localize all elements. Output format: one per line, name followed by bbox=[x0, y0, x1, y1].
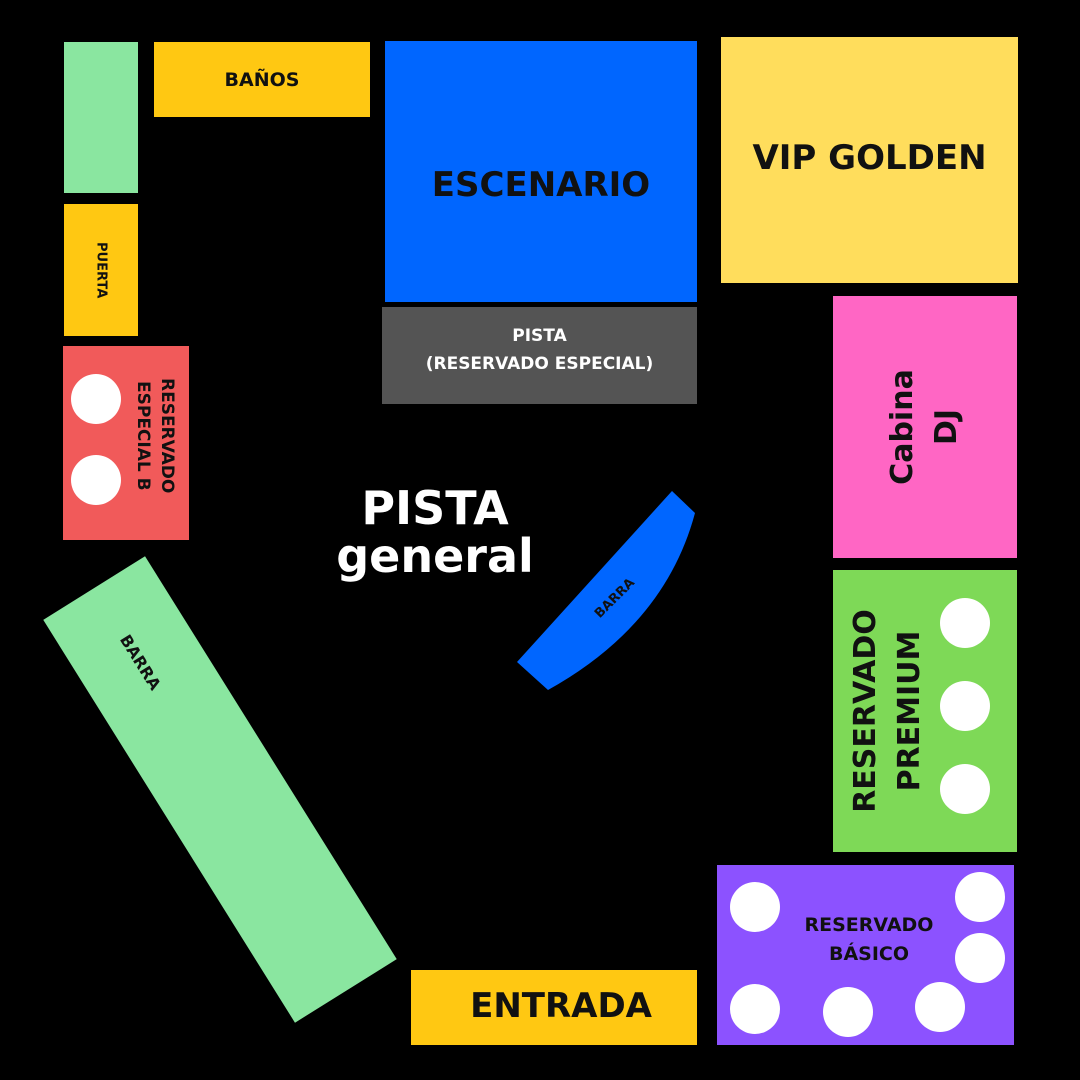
premium-line-2: PREMIUM bbox=[892, 630, 928, 792]
zone-entrada-label: ENTRADA bbox=[470, 986, 652, 1026]
pista-especial-line-2: (RESERVADO ESPECIAL) bbox=[425, 354, 654, 374]
seat[interactable] bbox=[955, 872, 1005, 922]
seat[interactable] bbox=[730, 984, 780, 1034]
seat[interactable] bbox=[71, 374, 121, 424]
zone-puerta[interactable]: PUERTA bbox=[64, 204, 138, 336]
seat[interactable] bbox=[71, 455, 121, 505]
basico-line-1: RESERVADO bbox=[804, 914, 934, 936]
zone-entrada[interactable]: ENTRADA bbox=[411, 970, 697, 1045]
zone-vip-golden-label: VIP GOLDEN bbox=[752, 138, 987, 178]
seat[interactable] bbox=[940, 764, 990, 814]
pista-especial-line-1: PISTA bbox=[512, 326, 567, 346]
green-block-top-left bbox=[64, 42, 138, 193]
reservado-especial-b-line-2: ESPECIAL B bbox=[133, 380, 153, 491]
pista-general-label: PISTA general bbox=[320, 484, 550, 580]
seat[interactable] bbox=[915, 982, 965, 1032]
pista-general-line-2: general bbox=[336, 529, 534, 583]
zone-reservado-basico[interactable]: RESERVADO BÁSICO bbox=[717, 865, 1014, 1045]
seat[interactable] bbox=[730, 882, 780, 932]
seat[interactable] bbox=[823, 987, 873, 1037]
zone-banos-label: BAÑOS bbox=[224, 68, 300, 91]
seat[interactable] bbox=[940, 681, 990, 731]
seat[interactable] bbox=[940, 598, 990, 648]
seat[interactable] bbox=[955, 933, 1005, 983]
bar-left-label: BARRA bbox=[116, 631, 165, 694]
zone-banos[interactable]: BAÑOS bbox=[154, 42, 370, 117]
zone-vip-golden[interactable]: VIP GOLDEN bbox=[721, 37, 1018, 283]
zone-puerta-label: PUERTA bbox=[93, 241, 109, 299]
zone-escenario[interactable]: ESCENARIO bbox=[385, 41, 697, 302]
basico-line-2: BÁSICO bbox=[828, 943, 910, 965]
zone-escenario-label: ESCENARIO bbox=[431, 164, 651, 205]
zone-cabina-dj[interactable]: Cabina DJ bbox=[833, 296, 1017, 558]
zone-reservado-especial-b[interactable]: RESERVADO ESPECIAL B bbox=[63, 346, 189, 540]
zone-pista-reservado-especial[interactable]: PISTA (RESERVADO ESPECIAL) bbox=[382, 307, 697, 404]
zone-reservado-premium[interactable]: RESERVADO PREMIUM bbox=[833, 570, 1017, 852]
premium-line-1: RESERVADO bbox=[848, 609, 884, 813]
reservado-especial-b-line-1: RESERVADO bbox=[157, 378, 177, 494]
pista-general-line-1: PISTA bbox=[361, 481, 509, 535]
